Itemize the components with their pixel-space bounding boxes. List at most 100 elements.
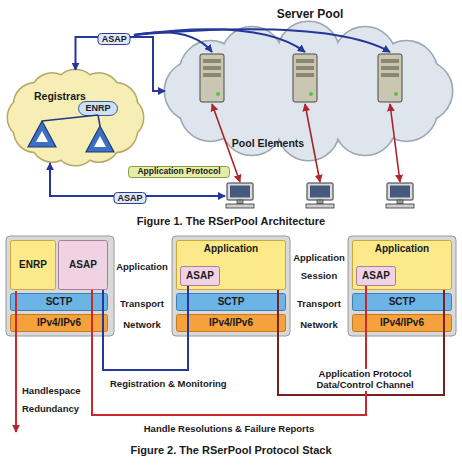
- layer-name: Transport: [297, 298, 341, 309]
- edge-label-slot: ASAP: [98, 28, 131, 46]
- layer-name: Network: [123, 319, 160, 330]
- edge-label-slot: Registration & Monitoring: [108, 373, 229, 391]
- server-pool-cloud-outline: [165, 22, 452, 160]
- cloud-lobe: [335, 27, 396, 88]
- cloud-lobe: [278, 22, 339, 83]
- layer-box-fill: [177, 315, 286, 332]
- layer-text: Application: [204, 243, 258, 255]
- server-icon: [378, 54, 402, 102]
- protocol-band-fill: [129, 167, 230, 178]
- label-slot: Figure 1. The RSerPool Architecture: [137, 211, 325, 229]
- layer-box-fill: [11, 241, 56, 290]
- redundancy-note: Handlespace Redundancy: [22, 385, 81, 414]
- layer-text: SCTP: [389, 296, 416, 308]
- layer-box-fill: [353, 315, 452, 332]
- cloud-lobe: [278, 99, 339, 160]
- text-slot: Server Pool: [277, 4, 344, 22]
- server-icon: [293, 54, 317, 102]
- layer-box: IPv4/IPv6: [352, 314, 452, 332]
- layer-box: IPv4/IPv6: [10, 314, 108, 332]
- layer-box: ASAP: [180, 266, 220, 286]
- label-slot: Handlespace Redundancy: [22, 380, 92, 416]
- redundancy-arrow: [15, 291, 17, 432]
- enrp-pill-fill: [79, 102, 118, 116]
- label-slot: Transport: [297, 293, 341, 311]
- cloud-lobe: [278, 99, 339, 160]
- layer-name: Transport: [120, 298, 164, 309]
- connector: [103, 286, 188, 370]
- layer-box-fill: [181, 267, 220, 286]
- cloud-lobe: [376, 41, 437, 102]
- cloud-fill: [8, 70, 143, 165]
- connector-label: Application Protocol Data/Control Channe…: [300, 369, 430, 391]
- registrars-cloud-outline: [8, 70, 143, 165]
- layer-box: SCTP: [10, 293, 108, 311]
- layer-text: Application: [375, 243, 429, 255]
- text-slot: Pool Elements: [232, 133, 304, 151]
- connector-label: Registration & Monitoring: [108, 379, 229, 390]
- layer-box: ASAP Application: [176, 240, 286, 290]
- cloud-lobe: [376, 41, 437, 102]
- figure-caption: Figure 2. The RSerPool Protocol Stack: [130, 444, 331, 456]
- layer-name: Application: [116, 261, 168, 272]
- label-slot: Application: [116, 256, 168, 274]
- layer-text: IPv4/IPv6: [380, 317, 424, 329]
- layer-box: ASAP: [58, 240, 108, 290]
- layer-text: ASAP: [362, 270, 390, 282]
- registrars-cloud: ENRPRegistrars: [8, 70, 143, 165]
- layer-box-fill: [353, 241, 452, 290]
- cloud-lobe: [222, 27, 283, 88]
- layer-box: ASAP Application: [352, 240, 452, 290]
- cloud-lobe: [335, 94, 396, 155]
- layer-text: IPv4/IPv6: [209, 317, 253, 329]
- layer-text: ENRP: [85, 103, 110, 113]
- layer-box: SCTP: [352, 293, 452, 311]
- cloud-lobe: [222, 27, 283, 88]
- label-slot: Figure 2. The RSerPool Protocol Stack: [130, 440, 331, 458]
- edge-label-slot: Handle Resolutions & Failure Reports: [142, 418, 317, 436]
- layer-text: SCTP: [46, 296, 73, 308]
- label-slot: Network: [300, 314, 337, 332]
- server-pool-cloud: Server PoolPool Elements: [165, 22, 452, 160]
- cloud-lobe: [335, 94, 396, 155]
- cloud-outline: [165, 22, 452, 160]
- label-slot: ASAP: [113, 187, 146, 205]
- label-slot: Transport: [120, 293, 164, 311]
- server-icon: [200, 54, 224, 102]
- label-slot: Application Session: [290, 247, 348, 283]
- protocol-stack-panel: [6, 236, 114, 336]
- cloud-lobe: [278, 22, 339, 83]
- shape-text: Pool Elements: [232, 137, 304, 149]
- client-pc-icon: [306, 183, 334, 208]
- layer-text: IPv4/IPv6: [37, 317, 81, 329]
- layer-box: ASAP: [356, 266, 396, 286]
- layer-box: ENRP: [10, 240, 56, 290]
- layer-box: IPv4/IPv6: [176, 314, 286, 332]
- cloud-outline: [8, 70, 143, 165]
- layer-text: ASAP: [69, 259, 97, 271]
- enrp-pill: ENRP: [78, 101, 118, 116]
- shape-heading: Registrars: [34, 90, 86, 102]
- layer-text: ASAP: [186, 270, 214, 282]
- label-slot: Network: [123, 314, 160, 332]
- layer-box-fill: [11, 315, 108, 332]
- client-pc-icon: [226, 183, 254, 208]
- layer-text: SCTP: [218, 296, 245, 308]
- protocol-stack-panel: [348, 236, 456, 336]
- connector: [92, 286, 366, 415]
- layer-box-fill: [177, 241, 286, 290]
- protocol-stack-panel: [172, 236, 290, 336]
- layer-box-fill: [59, 241, 108, 290]
- layer-text: ENRP: [19, 259, 47, 271]
- text-slot: Registrars: [34, 86, 86, 104]
- client-pc-icon: [386, 183, 414, 208]
- layer-box-fill: [11, 294, 108, 311]
- edge-label-slot: Application Protocol Data/Control Channe…: [300, 369, 430, 392]
- protocol-tag: ASAP: [113, 192, 146, 204]
- shape-heading: Server Pool: [277, 7, 344, 21]
- connector-label: Handle Resolutions & Failure Reports: [142, 424, 317, 435]
- layer-box-fill: [353, 294, 452, 311]
- layer-box-fill: [357, 267, 396, 286]
